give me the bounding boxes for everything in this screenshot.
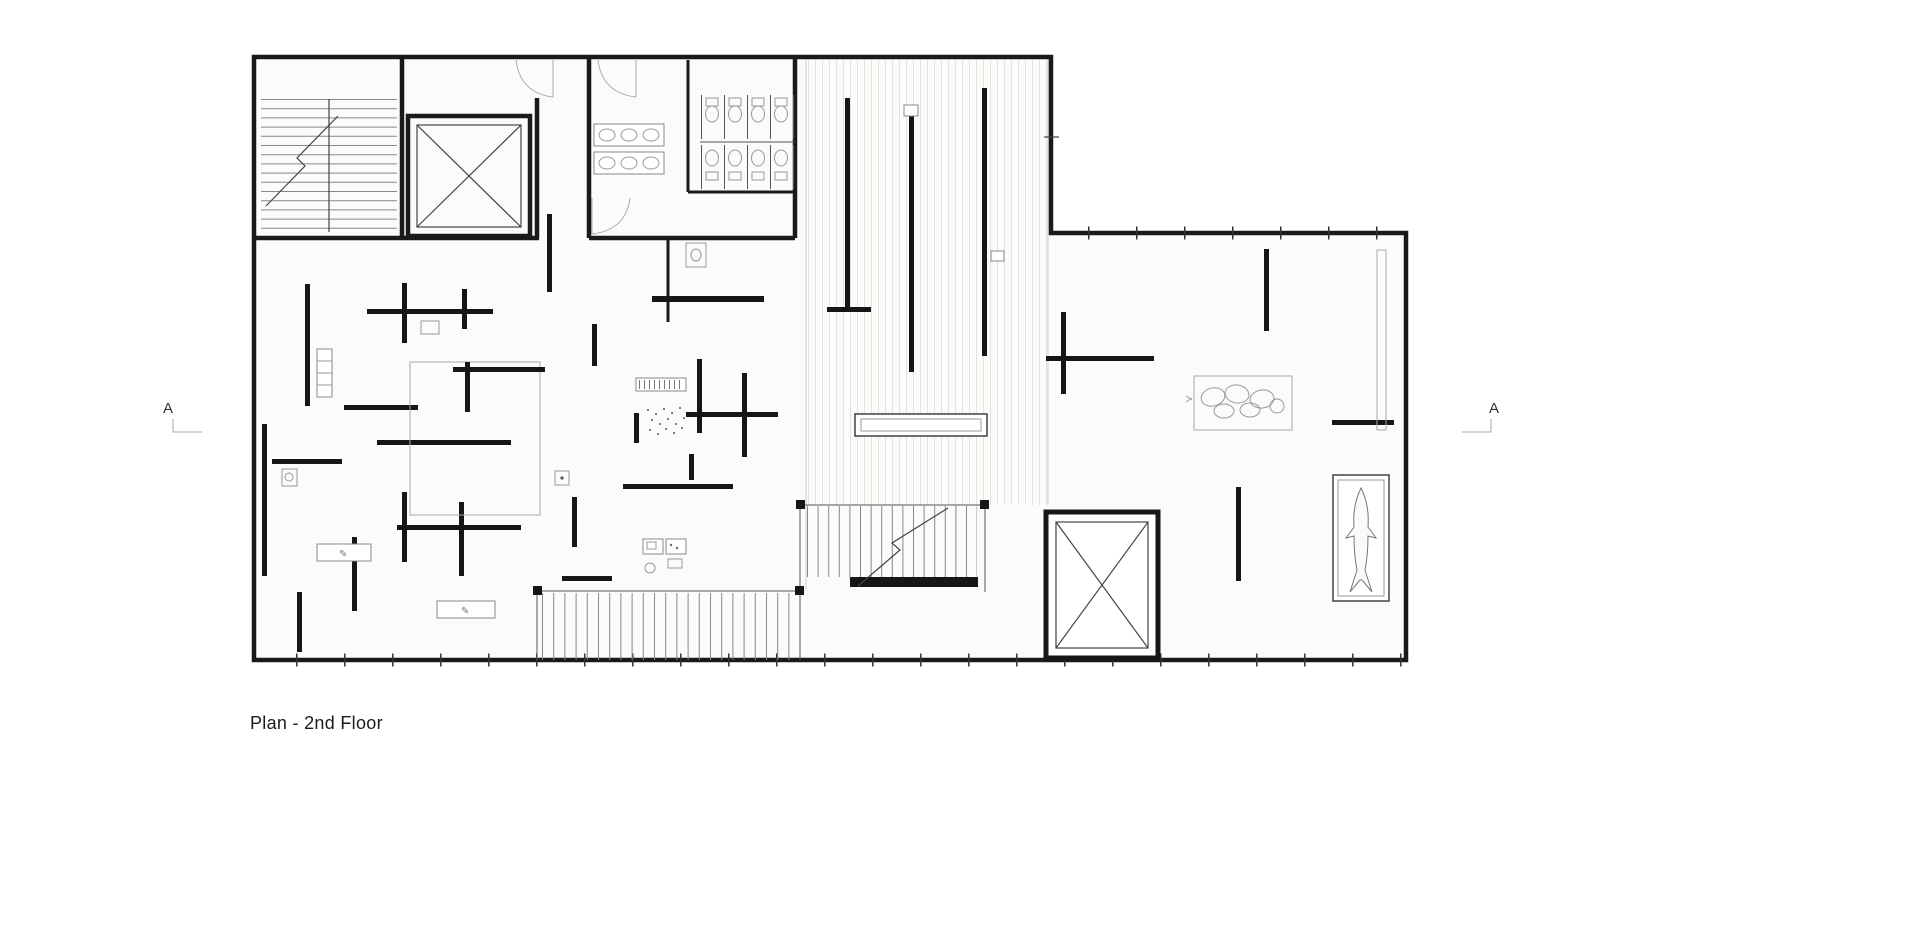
- stair-direction-line: [265, 115, 339, 207]
- stair-south: [533, 586, 804, 660]
- section-marker-left: A: [163, 400, 202, 433]
- tall-display-panel: [1376, 249, 1387, 431]
- display-case: [854, 413, 988, 437]
- plan-title: Plan - 2nd Floor: [250, 713, 383, 733]
- small-table: [281, 468, 298, 487]
- door-swing: [515, 59, 554, 98]
- gallery-furniture-west: ✎ ✎: [281, 320, 687, 619]
- central-void-hatch: [806, 59, 1048, 505]
- whale-sculpture-case: [1332, 474, 1390, 602]
- elevator-shaft: [1043, 509, 1161, 661]
- toilet-stalls: [700, 95, 795, 189]
- stipple-exhibit: [647, 407, 685, 435]
- sketch-bench: [316, 543, 372, 562]
- stair-direction-line: [857, 507, 949, 587]
- info-desk: [642, 538, 687, 574]
- gallery-room-outline: [409, 361, 541, 516]
- central-void-partitions: [827, 88, 1005, 437]
- whale-sculpture: [1344, 486, 1378, 593]
- building-outline: [251, 54, 1409, 663]
- display-box: [420, 320, 440, 335]
- elevator-cross: [416, 124, 522, 228]
- striped-display: [635, 377, 687, 392]
- sink-counter: [593, 123, 665, 175]
- elevator-shaft: [405, 113, 533, 239]
- chair: [644, 562, 656, 574]
- toilet-fixtures: [705, 97, 788, 181]
- sculpture-platform: [1185, 375, 1293, 431]
- pencil-icon: ✎: [339, 549, 347, 560]
- section-marker-right: A: [1462, 400, 1499, 433]
- door-swing: [591, 197, 631, 235]
- elevator-southeast: [1043, 509, 1161, 661]
- column-box: [554, 470, 570, 486]
- sketch-bench: [436, 600, 496, 619]
- section-label: A: [163, 400, 173, 417]
- vestibule: [652, 238, 764, 322]
- stair-landing: [850, 577, 978, 587]
- floor-area: [254, 57, 1406, 660]
- section-label: A: [1489, 400, 1499, 417]
- elevator-cab: [1055, 521, 1149, 649]
- restrooms: [586, 57, 798, 241]
- stair-central: [796, 500, 989, 660]
- elevator-cross: [1055, 521, 1149, 649]
- elevator-northwest: [405, 59, 554, 239]
- elevator-cab: [416, 124, 522, 228]
- pencil-icon: ✎: [461, 606, 469, 617]
- door-swing: [597, 59, 637, 98]
- gallery-east-wing: [1046, 249, 1394, 602]
